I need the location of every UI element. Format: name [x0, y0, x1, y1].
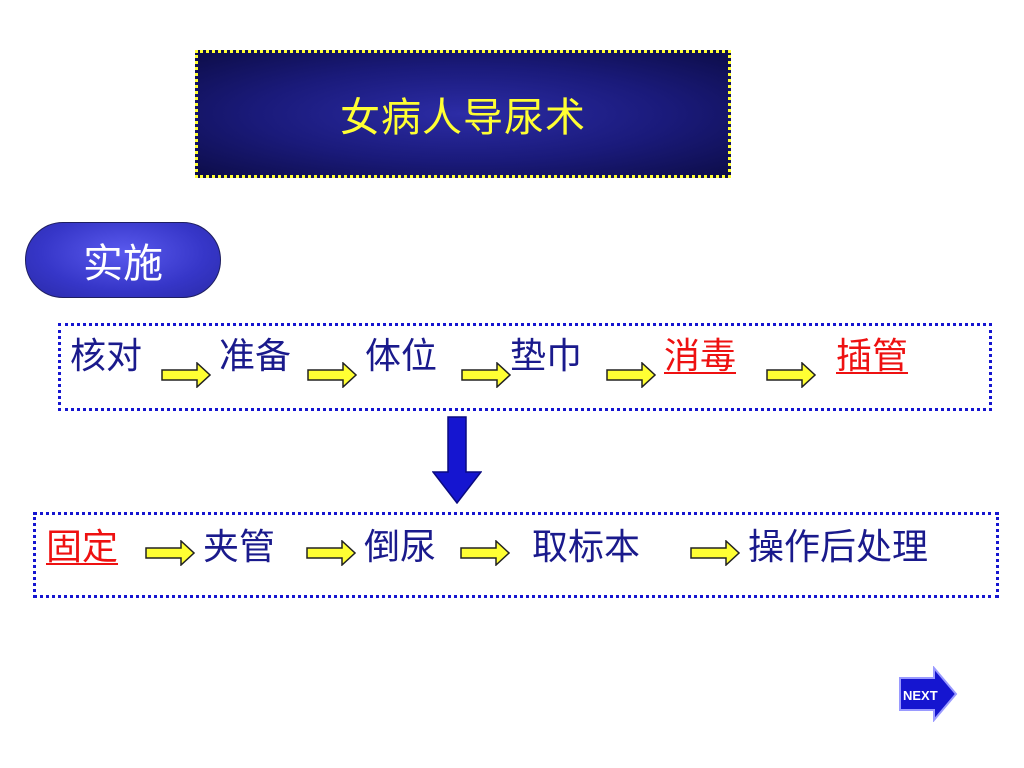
step-verify: 核对 [70, 336, 143, 377]
step-prepare: 准备 [219, 336, 292, 377]
steps-row-2 [33, 512, 999, 598]
step-aftercare: 操作后处理 [748, 527, 929, 568]
right-arrow-icon [690, 540, 740, 566]
title-box: 女病人导尿术 [195, 50, 731, 178]
right-arrow-icon [461, 362, 511, 388]
section-label: 实施 [83, 241, 163, 287]
step-pad: 垫巾 [510, 336, 583, 377]
right-arrow-icon [306, 540, 356, 566]
right-arrow-icon [145, 540, 195, 566]
next-button[interactable]: NEXT [898, 666, 958, 722]
next-label: NEXT [903, 688, 938, 703]
right-arrow-icon [606, 362, 656, 388]
step-secure: 固定 [46, 527, 119, 568]
slide-title: 女病人导尿术 [340, 95, 586, 141]
right-arrow-icon [460, 540, 510, 566]
down-arrow-icon [432, 416, 482, 504]
step-disinfect: 消毒 [664, 336, 737, 377]
right-arrow-icon [766, 362, 816, 388]
steps-row-1 [58, 323, 992, 411]
section-pill: 实施 [25, 222, 221, 298]
step-insert: 插管 [836, 336, 909, 377]
step-drain: 倒尿 [364, 527, 437, 568]
step-position: 体位 [365, 336, 438, 377]
right-arrow-icon [161, 362, 211, 388]
step-clamp: 夹管 [203, 527, 276, 568]
step-sample: 取标本 [532, 527, 641, 568]
right-arrow-icon [307, 362, 357, 388]
